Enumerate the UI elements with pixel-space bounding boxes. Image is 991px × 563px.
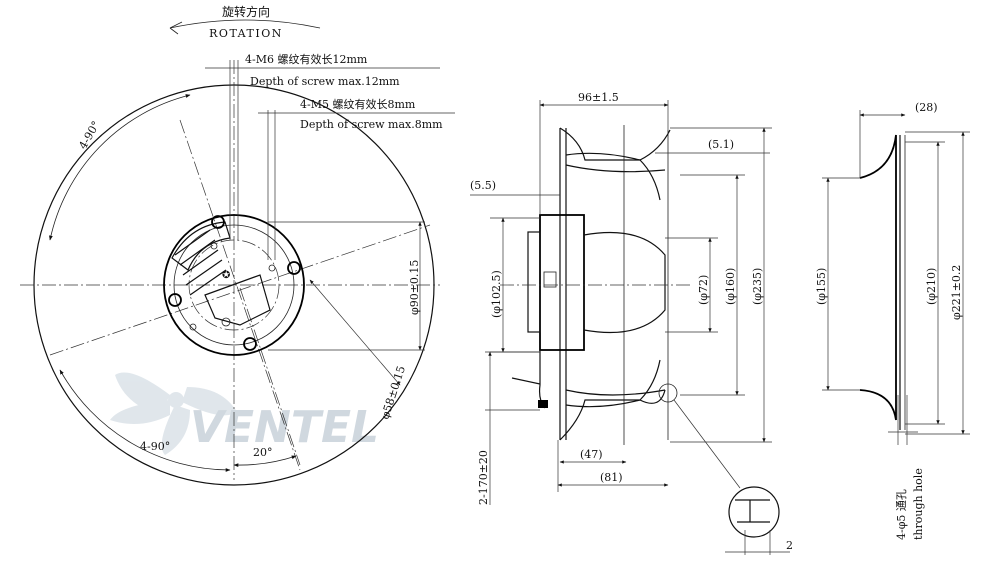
blade-lower-line	[565, 389, 666, 396]
offset55-label: (5.5)	[470, 179, 496, 192]
m6-callout-en: Depth of screw max.12mm	[250, 75, 400, 88]
width-label: 96±1.5	[578, 91, 619, 104]
cable-connector-icon	[538, 400, 548, 408]
dia210-label: (φ210)	[925, 268, 938, 305]
angle-label-top: 4-90°	[76, 119, 102, 152]
dim47-label: (47)	[580, 448, 603, 461]
m5-callout-cn: 4-M5 螺纹有效长8mm	[300, 97, 416, 111]
screw-hole-icon	[168, 293, 182, 307]
inlet-ring-view: (28) (φ155) (φ210) φ221±0.2 4-φ5 通孔 thro…	[815, 101, 970, 540]
offset51-label: (5.1)	[708, 138, 734, 151]
rotation-label-en: ROTATION	[209, 27, 283, 40]
cable-icon	[538, 350, 546, 409]
dia72-label: (φ72)	[697, 275, 710, 305]
dia160-label: (φ160)	[724, 268, 737, 305]
screw-hole-icon	[243, 337, 257, 351]
angle-label-bottom: 4-90°	[140, 440, 170, 453]
ring-depth-label: (28)	[915, 101, 938, 114]
dia58-dim-line	[309, 279, 401, 386]
dim81-label: (81)	[600, 471, 623, 484]
detail-leader-line	[673, 399, 741, 489]
cable-length-label: 2-170±20	[477, 450, 490, 505]
motor-flange	[527, 231, 541, 333]
bolt-circle-58	[188, 239, 280, 331]
rotation-label-cn: 旋转方向	[222, 4, 270, 19]
rotor-hub	[583, 231, 666, 334]
detail-dim-label: 2	[786, 539, 793, 552]
rotation-indicator: 旋转方向 ROTATION	[169, 4, 321, 40]
angle-arc-bottom	[59, 369, 231, 472]
detail-marker-circle	[658, 383, 678, 403]
screw-hole-icon	[211, 215, 225, 229]
detail-view-profile	[735, 499, 770, 523]
m6-callout-cn: 4-M6 螺纹有效长12mm	[245, 52, 368, 66]
small-hole-icon	[268, 264, 276, 272]
watermark-logo-text: VENTEL	[190, 402, 379, 453]
angle-arc-small	[233, 455, 297, 468]
m5-callout-en: Depth of screw max.8mm	[300, 118, 443, 131]
diagonal-centerline	[49, 224, 431, 356]
blade-upper-line	[565, 164, 666, 173]
dia155-label: (φ155)	[815, 268, 828, 305]
blade-upper-curve	[565, 152, 661, 201]
small-hole-icon	[221, 317, 231, 327]
hub-connector-pad	[204, 274, 271, 326]
dia90-label: φ90±0.15	[408, 260, 421, 315]
angle-label-small: 20°	[253, 446, 273, 459]
diagonal-centerline-2	[179, 119, 301, 471]
hub-inner-circle	[173, 224, 295, 346]
hub-logo-icon: ✪	[222, 270, 230, 281]
side-view: 96±1.5 (5.1) (5.5) (φ102.5) (φ72) (φ160)…	[470, 91, 793, 555]
blade-top-edge	[559, 127, 671, 161]
hub-cooling-fins	[171, 221, 231, 296]
motor-terminal	[543, 271, 557, 288]
dia1025-label: (φ102.5)	[490, 270, 503, 318]
small-hole-icon	[189, 323, 197, 331]
screw-holes	[168, 215, 301, 351]
dia221-label: φ221±0.2	[950, 265, 963, 320]
rotation-arrow-head-icon	[169, 21, 183, 35]
motor-body	[539, 214, 585, 351]
screw-hole-icon	[287, 261, 301, 275]
angle-arc-top	[49, 94, 191, 241]
blade-bottom-edge	[559, 389, 666, 441]
dia58-label: φ58±0.15	[378, 364, 407, 421]
detail-view-circle	[728, 486, 780, 538]
holes-label-cn: 4-φ5 通孔	[895, 489, 908, 540]
rotation-arrow-curve	[169, 19, 321, 29]
dia235-label: (φ235)	[751, 268, 764, 305]
cable-lead-icon	[511, 377, 541, 385]
inlet-ring-profile	[859, 134, 897, 421]
angle-ref-line	[239, 287, 301, 466]
small-hole-icon	[210, 242, 218, 250]
hub-flange-circle	[163, 214, 305, 356]
holes-label-en: through hole	[912, 468, 925, 540]
